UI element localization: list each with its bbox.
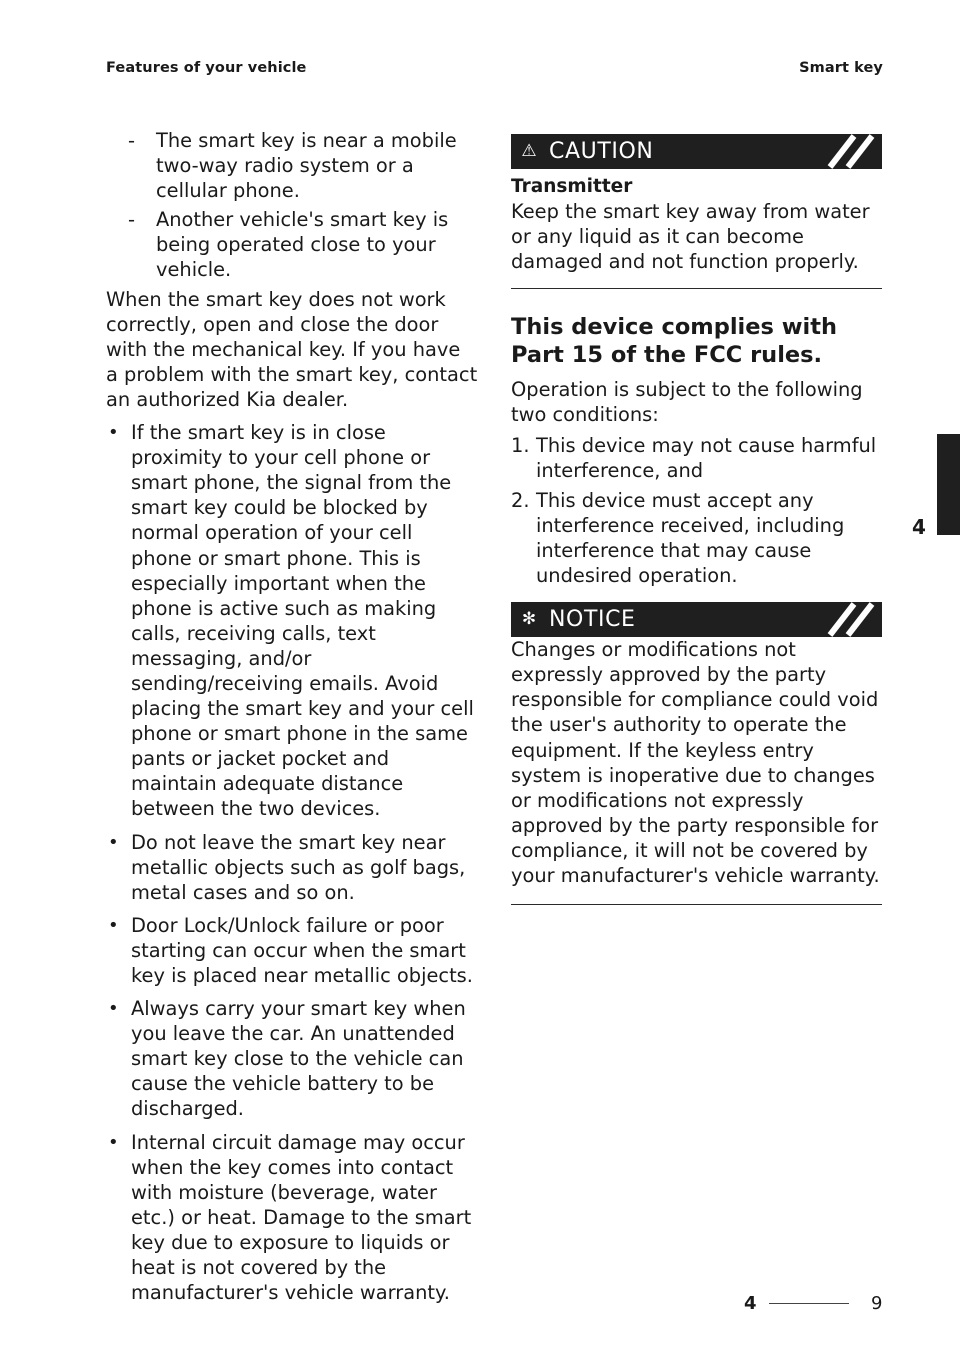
caution-divider <box>511 288 882 290</box>
caution-text: Keep the smart key away from water or an… <box>511 200 870 274</box>
smart-key-paragraph: When the smart key does not work correct… <box>106 287 478 411</box>
fcc-intro: Operation is subject to the following tw… <box>511 378 863 427</box>
bullet-item: • Door Lock/Unlock failure or poor start… <box>106 913 478 988</box>
notice-text: Changes or modifications not expressly a… <box>511 638 880 887</box>
footer-divider <box>769 1303 849 1304</box>
bullet-text: Do not leave the smart key near metallic… <box>131 830 466 904</box>
chapter-tab <box>937 434 960 535</box>
fcc-condition-text: This device may not cause harmful interf… <box>536 433 877 482</box>
notice-slash-decoration <box>822 602 882 638</box>
caution-icon: ⚠ <box>521 140 537 161</box>
bullet-item: • Internal circuit damage may occur when… <box>106 1130 478 1306</box>
bullet-icon: • <box>108 1131 119 1153</box>
dash-item-text: The smart key is near a mobile two-way r… <box>156 129 457 203</box>
caution-bar: ⚠ CAUTION <box>511 134 882 169</box>
notice-bar: ✻ NOTICE <box>511 602 882 638</box>
fcc-condition-item: 1. This device may not cause harmful int… <box>511 433 882 483</box>
dash-item: - Another vehicle's smart key is being o… <box>106 207 478 282</box>
left-column: - The smart key is near a mobile two-way… <box>106 128 478 1305</box>
bullet-icon: • <box>108 422 119 444</box>
caution-label: CAUTION <box>549 138 654 164</box>
fcc-condition-item: 2. This device must accept any interfere… <box>511 488 882 588</box>
fcc-condition-number: 1. <box>511 433 530 457</box>
fcc-condition-text: This device must accept any interference… <box>536 488 845 588</box>
bullet-icon: • <box>108 998 119 1020</box>
bullet-icon: • <box>108 914 119 936</box>
caution-subtitle: Transmitter <box>511 176 633 197</box>
footer-page-number: 9 <box>871 1293 883 1314</box>
bullet-item: • If the smart key is in close proximity… <box>106 420 478 822</box>
dash-marker: - <box>128 129 135 152</box>
running-header-topic: Smart key <box>799 60 883 76</box>
fcc-condition-number: 2. <box>511 488 530 512</box>
caution-slash-decoration <box>822 134 882 169</box>
notice-divider <box>511 904 882 906</box>
fcc-heading: This device complies with Part 15 of the… <box>511 314 838 369</box>
bullet-item: • Always carry your smart key when you l… <box>106 996 478 1121</box>
bullet-text: Always carry your smart key when you lea… <box>131 997 466 1121</box>
bullet-icon: • <box>108 831 119 853</box>
bullet-text: Door Lock/Unlock failure or poor startin… <box>131 913 473 987</box>
notice-icon: ✻ <box>521 609 537 630</box>
bullet-item: • Do not leave the smart key near metall… <box>106 830 478 905</box>
footer-chapter: 4 <box>744 1293 757 1314</box>
chapter-tab-number: 4 <box>912 515 926 539</box>
bullet-text: Internal circuit damage may occur when t… <box>131 1130 472 1305</box>
bullet-text: If the smart key is in close proximity t… <box>131 421 474 821</box>
notice-label: NOTICE <box>549 607 636 633</box>
right-column: ⚠ CAUTION Transmitter Keep the smart key… <box>511 134 882 906</box>
dash-item: - The smart key is near a mobile two-way… <box>106 128 478 203</box>
dash-item-text: Another vehicle's smart key is being ope… <box>156 208 449 282</box>
dash-marker: - <box>128 208 135 232</box>
running-header-section: Features of your vehicle <box>106 60 307 76</box>
